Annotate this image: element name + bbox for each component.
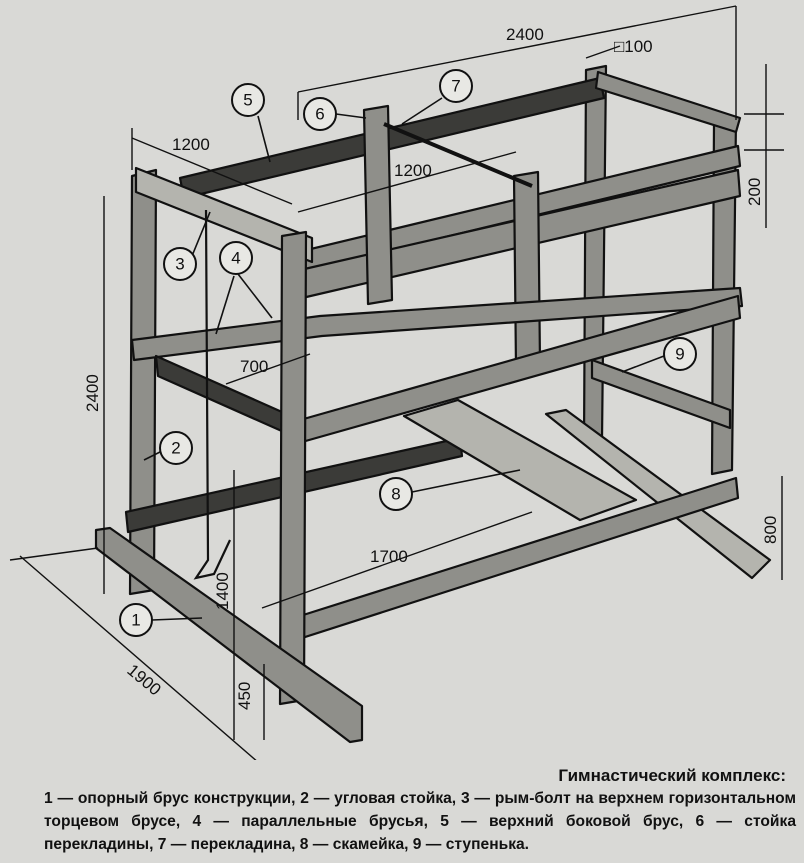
callout-5: 5 xyxy=(231,83,271,163)
dim-base-height: 450 xyxy=(235,664,265,740)
back-mid-post xyxy=(582,64,608,446)
dim-step-height: 1400 xyxy=(213,470,235,740)
dim-crossbar-offset: 200 xyxy=(744,64,784,228)
callout-2: 2 xyxy=(143,431,193,465)
dim-bench-height: 800 xyxy=(761,476,783,580)
svg-text:5: 5 xyxy=(243,91,252,110)
top-left-end-beam xyxy=(134,166,314,264)
dim-base-height-label: 450 xyxy=(235,682,254,710)
callout-8: 8 xyxy=(379,469,521,511)
callout-3: 3 xyxy=(163,211,211,281)
dim-top-length-label: 2400 xyxy=(506,25,544,44)
dim-post-section-label: □100 xyxy=(614,37,653,56)
dim-post-section: □100 xyxy=(585,37,653,59)
svg-text:4: 4 xyxy=(231,249,240,268)
dim-bench-length: 1700 xyxy=(261,511,533,609)
bench-right-plank xyxy=(544,408,772,580)
svg-text:7: 7 xyxy=(451,77,460,96)
svg-text:6: 6 xyxy=(315,105,324,124)
bench xyxy=(402,398,638,522)
dim-total-height-label: 2400 xyxy=(83,374,102,412)
caption-body: 1 — опорный брус конструкции, 2 — углова… xyxy=(44,790,796,853)
dim-bench-length-label: 1700 xyxy=(370,547,408,566)
svg-text:1: 1 xyxy=(131,611,140,630)
dim-total-height: 2400 xyxy=(83,196,105,594)
dim-bars-width: 700 xyxy=(225,353,311,385)
dim-crossbar-span: 1200 xyxy=(297,151,517,213)
crossbar-post-right xyxy=(512,170,542,370)
dim-bars-width-label: 700 xyxy=(240,357,268,376)
dim-bench-height-label: 800 xyxy=(761,516,780,544)
figure-caption: Гимнастический комплекс: 1 — опорный бру… xyxy=(44,764,796,856)
corner-post-front xyxy=(278,230,308,706)
callout-9: 9 xyxy=(621,337,697,373)
dim-step-height-label: 1400 xyxy=(213,572,232,610)
dim-top-length: 2400 xyxy=(297,5,737,120)
gym-complex-drawing: 2400 □100 1200 1200 200 2400 700 1400 17… xyxy=(9,5,784,760)
crossbar xyxy=(383,122,533,188)
svg-text:2: 2 xyxy=(171,439,180,458)
ring-bolt-rope xyxy=(193,209,231,580)
dim-upper-width-label: 1200 xyxy=(172,135,210,154)
callout-7: 7 xyxy=(401,69,473,125)
caption-title: Гимнастический комплекс: xyxy=(558,766,786,785)
dim-upper-width: 1200 xyxy=(131,128,293,205)
dim-base-length-label: 1900 xyxy=(123,661,164,700)
parallel-bar-upper xyxy=(130,286,744,362)
dim-crossbar-span-label: 1200 xyxy=(394,161,432,180)
crossbar-post-left xyxy=(362,104,394,306)
lower-front-beam xyxy=(298,476,740,640)
svg-text:3: 3 xyxy=(175,255,184,274)
dim-crossbar-offset-label: 200 xyxy=(745,178,764,206)
callout-6: 6 xyxy=(303,97,367,131)
top-right-end-beam xyxy=(594,70,742,134)
svg-text:9: 9 xyxy=(675,345,684,364)
callout-4: 4 xyxy=(215,241,273,335)
step-rung xyxy=(590,358,732,430)
callout-1: 1 xyxy=(119,603,203,637)
svg-text:8: 8 xyxy=(391,485,400,504)
